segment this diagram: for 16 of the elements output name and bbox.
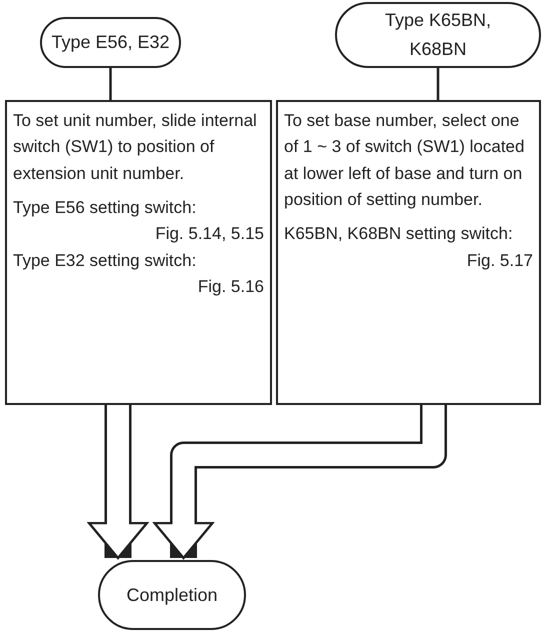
instruction-text: K65BN, K68BN setting switch: — [284, 223, 514, 246]
figure-reference: Fig. 5.16 — [196, 276, 264, 298]
process-box — [276, 100, 541, 405]
figure-reference: Fig. 5.17 — [466, 250, 533, 272]
instruction-text: To set unit number, slide internal switch (SW1) to position of extension unit number. — [13, 110, 258, 185]
instruction-text: Type E56 setting switch: — [13, 197, 198, 220]
terminal-label: Type E56, E32 — [51, 31, 170, 54]
instruction-text: Type E32 setting switch: — [13, 250, 198, 272]
terminal-label: Type K65BN, K68BN — [384, 9, 492, 61]
figure-reference: Fig. 5.14, 5.15 — [154, 223, 264, 246]
terminal-label: Completion — [126, 584, 218, 607]
connector-line — [109, 68, 112, 100]
connector-line — [436, 68, 440, 100]
instruction-text: To set base number, select one of 1 ~ 3 of switch (SW1) located at lower left of base and turn on position of setting number. — [284, 110, 526, 212]
terminal-box — [40, 17, 181, 68]
process-box — [5, 100, 272, 405]
